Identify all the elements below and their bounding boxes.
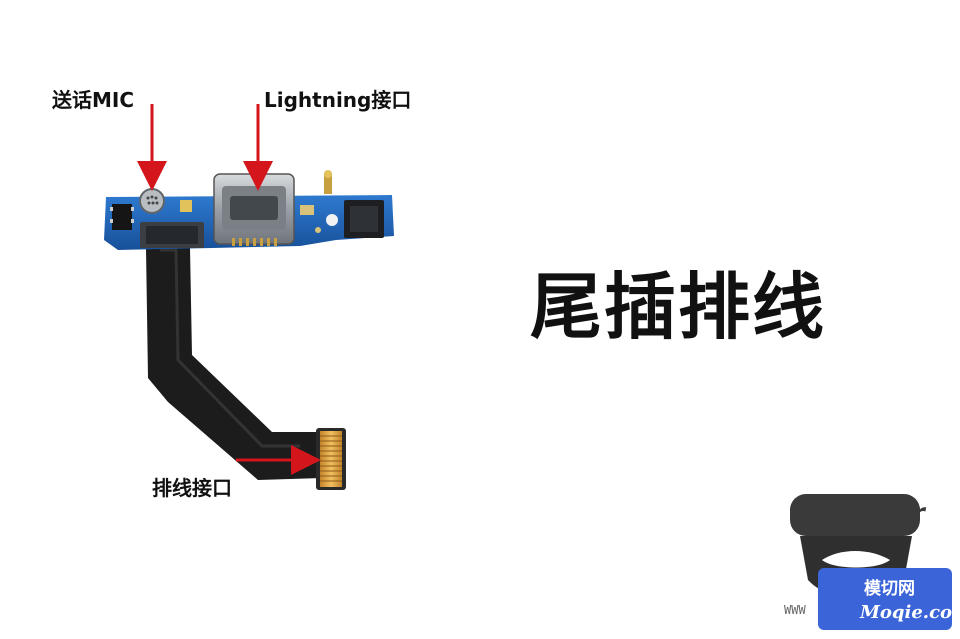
flex-connector-label: 排线接口 xyxy=(152,476,232,500)
moqie-badge xyxy=(818,568,952,630)
mic-component xyxy=(139,188,165,214)
moqie-english-name: Moqie.com xyxy=(860,602,960,623)
lightning-pins xyxy=(232,238,277,246)
flex-cable xyxy=(146,248,322,480)
flex-cable-highlight xyxy=(160,248,300,448)
geekbar-logo xyxy=(790,494,920,598)
lightning-port-label: Lightning接口 xyxy=(264,88,412,112)
flex-connector-pins xyxy=(320,435,342,482)
small-component xyxy=(300,205,314,215)
moqie-chinese-name: 模切网 xyxy=(864,579,915,599)
mic-label: 送话MIC xyxy=(52,88,135,112)
antenna-post xyxy=(324,174,332,194)
watermark-url: WWW xyxy=(784,603,806,617)
chip-left xyxy=(112,204,132,230)
geekbar-wordmark: GeekBar xyxy=(796,498,925,529)
page-title: 尾插排线 xyxy=(530,265,827,349)
gold-pad xyxy=(180,200,192,212)
